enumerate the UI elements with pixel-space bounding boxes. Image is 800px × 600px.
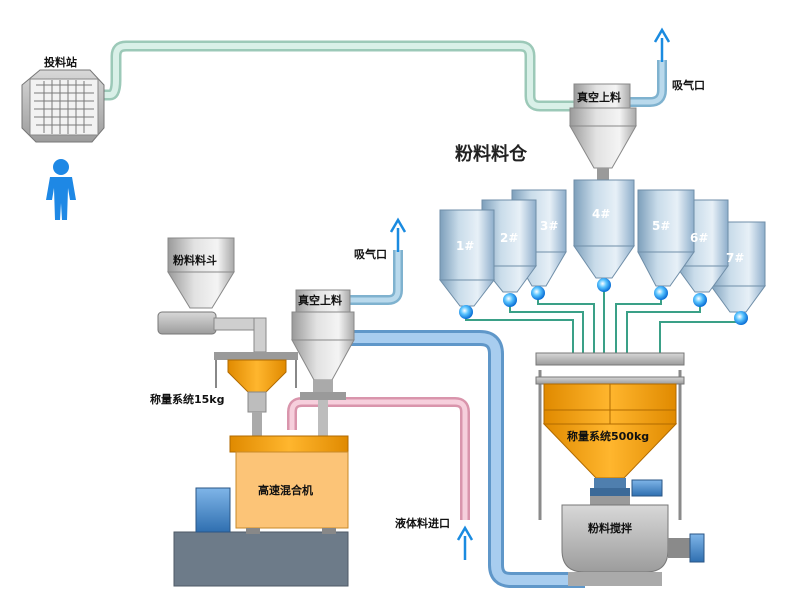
- valve-icon: [734, 311, 748, 325]
- valve-icon: [654, 286, 668, 300]
- powder-hopper: [157, 237, 267, 353]
- feeding-station-label: 投料站: [44, 55, 77, 69]
- vacuum-loader-left: [291, 289, 355, 438]
- feeding-station: [21, 69, 105, 143]
- valve-icon: [693, 293, 707, 307]
- powder-stirrer-label: 粉料搅拌: [588, 521, 632, 535]
- silo-label: 7#: [726, 251, 744, 265]
- silo-5: [637, 189, 695, 287]
- powder-hopper-label: 粉料料斗: [173, 253, 217, 267]
- mixer-label: 高速混合机: [258, 483, 313, 497]
- silo-4: [573, 179, 635, 279]
- air-outlet-left-label: 吸气口: [354, 247, 387, 261]
- liquid-inlet-label: 液体料进口: [395, 516, 450, 530]
- silo-label: 3#: [540, 219, 558, 233]
- arrow-up-icon: [456, 525, 474, 560]
- valve-icon: [597, 278, 611, 292]
- conveying-pipe-green: [104, 40, 574, 112]
- high-speed-mixer: [173, 435, 349, 587]
- silo-label: 5#: [652, 219, 670, 233]
- valve-icon: [503, 293, 517, 307]
- air-outlet-pipe-top: [630, 60, 667, 107]
- silo-label: 4#: [592, 207, 610, 221]
- weighing-system-15kg: [214, 352, 298, 438]
- vacuum-loader-top-label: 真空上料: [577, 90, 621, 104]
- arrow-up-icon: [653, 27, 671, 62]
- valve-icon: [459, 305, 473, 319]
- silo-1: [438, 209, 496, 307]
- person-icon: [46, 159, 76, 220]
- arrow-up-icon: [389, 217, 407, 252]
- silo-label: 6#: [690, 231, 708, 245]
- weighing-system-500kg-label: 称量系统500kg: [567, 429, 649, 443]
- valve-icon: [531, 286, 545, 300]
- air-outlet-top-label: 吸气口: [672, 78, 705, 92]
- silo-label: 1#: [456, 239, 474, 253]
- silo-group: 1# 2# 3# 4# 5# 6# 7#: [438, 179, 766, 325]
- weighing-system-500kg: [535, 352, 685, 520]
- silo-label: 2#: [500, 231, 518, 245]
- vacuum-loader-left-label: 真空上料: [298, 293, 342, 307]
- powder-silo-title: 粉料料仓: [455, 143, 528, 165]
- weighing-system-15kg-label: 称量系统15kg: [150, 392, 225, 406]
- vacuum-loader-top: [569, 83, 637, 180]
- powder-stirrer: [561, 496, 705, 586]
